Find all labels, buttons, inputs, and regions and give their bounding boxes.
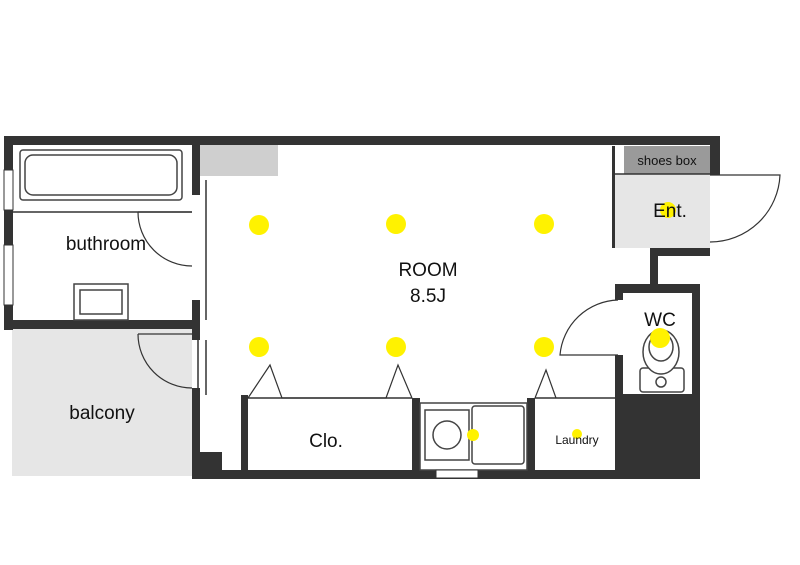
light-marker [650, 328, 670, 348]
bathroom-door [137, 211, 193, 267]
light-marker [249, 337, 269, 357]
wc-door [559, 299, 619, 356]
light-marker [534, 214, 554, 234]
ceiling-lights [249, 202, 676, 441]
windows [3, 169, 207, 395]
balcony-door [137, 333, 193, 389]
light-marker [534, 337, 554, 357]
light-marker [386, 214, 406, 234]
bathroom-label: buthroom [66, 234, 146, 255]
light-marker [660, 202, 676, 218]
room-name-label: ROOM [398, 260, 457, 281]
aircon-unit [200, 145, 278, 176]
sink [471, 405, 525, 465]
light-marker [572, 429, 582, 439]
wc-label: WC [644, 310, 676, 331]
shoes-box-label: shoes box [637, 153, 697, 168]
balcony-label: balcony [69, 403, 135, 424]
shoes-box [624, 146, 710, 174]
closet-label: Clo. [309, 431, 343, 452]
light-marker [249, 215, 269, 235]
light-marker [467, 429, 479, 441]
room-size-label: 8.5J [410, 286, 446, 307]
closet-doors [247, 363, 413, 399]
balcony-floor [12, 328, 192, 476]
bathtub-inner [24, 154, 178, 196]
laundry-label: Laundry [555, 433, 598, 447]
light-marker [386, 337, 406, 357]
entrance-label: Ent. [653, 201, 687, 222]
walls [4, 136, 720, 479]
laundry-door [534, 368, 557, 399]
entrance-door [709, 174, 781, 243]
